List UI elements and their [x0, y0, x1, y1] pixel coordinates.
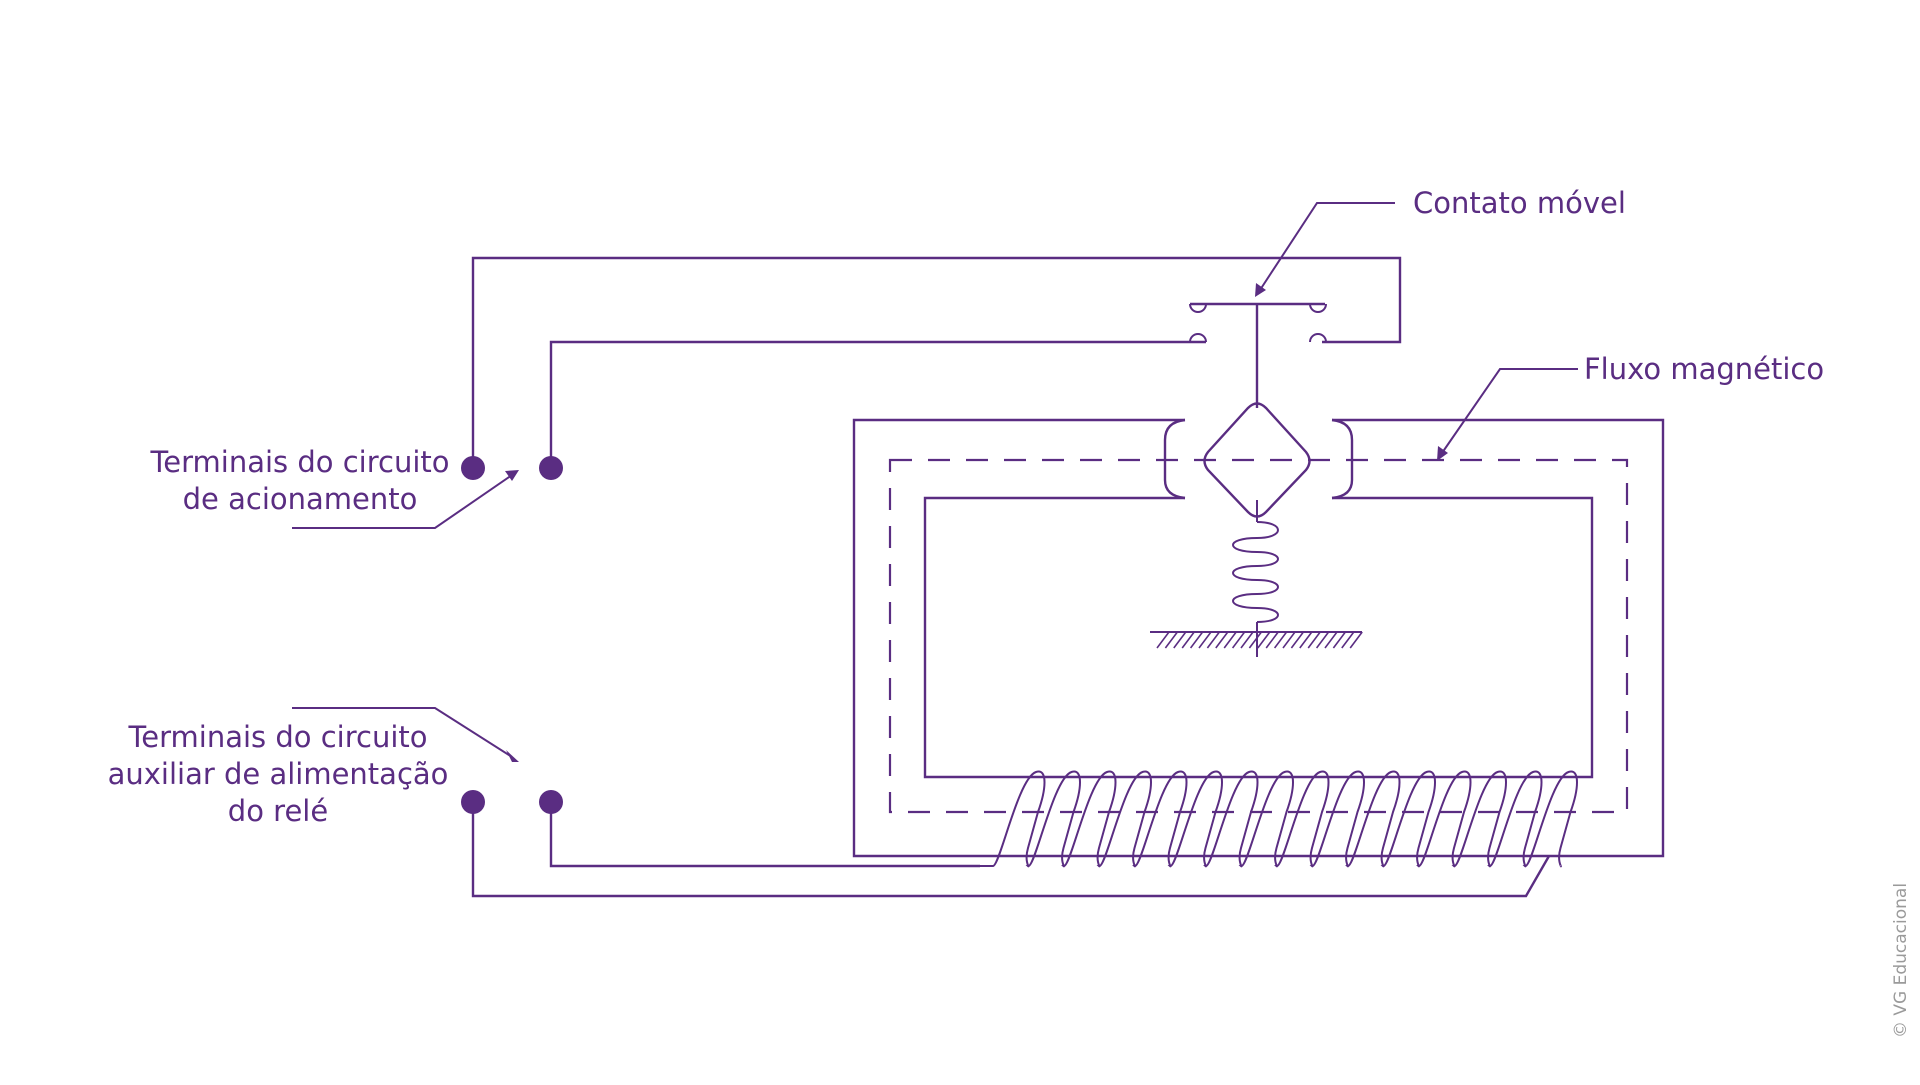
control-terminal-1 — [461, 456, 485, 480]
power-circuit-wiring — [471, 802, 1551, 898]
control-circuit-wiring — [471, 256, 1402, 468]
ground-hatch-line — [1231, 631, 1246, 649]
power-terminal-1 — [461, 790, 485, 814]
ground-hatch-line — [1332, 631, 1347, 649]
ground-hatch-line — [1189, 631, 1204, 649]
arrowhead-fluxo-magnetico — [1437, 446, 1448, 461]
power-wire-inner — [549, 802, 980, 868]
contact-hook-right-bottom — [1309, 333, 1327, 343]
label-terminais-alimentacao-line2: auxiliar de alimentação — [108, 757, 449, 791]
arrowhead-terminais-acionamento — [505, 470, 519, 481]
ground-hatch-line — [1173, 631, 1187, 649]
ground-hatch-line — [1324, 631, 1338, 649]
ground-hatch-line — [1315, 631, 1330, 649]
core-outer-left — [852, 418, 1665, 858]
control-wire-outer — [471, 256, 1402, 468]
label-terminais-acionamento-line2: de acionamento — [183, 482, 418, 516]
ground-hatch-line — [1198, 631, 1212, 649]
ground-hatch-line — [1257, 631, 1271, 649]
ground-hatch-line — [1215, 631, 1229, 649]
return-spring — [1232, 500, 1279, 657]
control-wire-inner — [549, 340, 1206, 468]
leader-lines — [292, 202, 1578, 762]
ground-hatching — [1156, 631, 1363, 649]
control-terminal-2 — [539, 456, 563, 480]
coil-winding — [980, 770, 1578, 868]
leader-terminais-acionamento — [292, 474, 513, 529]
power-wire-outer — [471, 802, 1551, 898]
label-fluxo-magnetico: Fluxo magnético — [1584, 352, 1824, 386]
power-terminal-2 — [539, 790, 563, 814]
relay-contacts — [1189, 302, 1327, 408]
armature — [1203, 402, 1311, 518]
ground-hatch-line — [1206, 631, 1221, 649]
label-terminais-alimentacao-line3: do relé — [228, 794, 328, 828]
magnetic-flux-path — [888, 458, 1629, 814]
contact-hook-right-top — [1309, 303, 1327, 313]
ground-hatch-line — [1181, 631, 1195, 649]
leader-terminais-alimentacao — [292, 707, 513, 758]
ground-hatch-line — [1290, 631, 1305, 649]
leader-fluxo-magnetico — [1441, 368, 1578, 454]
core-inner — [923, 496, 1594, 779]
ground-hatch-line — [1164, 631, 1179, 649]
label-terminais-alimentacao-line1: Terminais do circuito — [127, 720, 427, 754]
ground-hatch-line — [1273, 631, 1288, 649]
ground-hatch-line — [1223, 631, 1237, 649]
copyright-notice: © VG Educacional — [1891, 883, 1911, 1038]
ground-hatch-line — [1265, 631, 1279, 649]
spring-coil — [1232, 521, 1279, 623]
ground-hatch-line — [1349, 631, 1363, 649]
ground-symbol — [1150, 631, 1363, 649]
ground-hatch-line — [1282, 631, 1296, 649]
control-terminals — [461, 456, 563, 480]
leader-contato-movel — [1259, 202, 1395, 291]
coil-turns — [980, 770, 1578, 868]
contact-hook-left-bottom — [1189, 333, 1207, 343]
ground-hatch-line — [1341, 631, 1355, 649]
labels: Contato móvel Fluxo magnético Terminais … — [108, 186, 1911, 1038]
ground-hatch-line — [1299, 631, 1313, 649]
power-terminals — [461, 790, 563, 814]
label-terminais-acionamento-line1: Terminais do circuito — [149, 445, 449, 479]
arrowhead-terminais-alimentacao — [506, 750, 519, 762]
arrowhead-contato-movel — [1255, 283, 1266, 297]
contact-hook-left-top — [1189, 303, 1207, 313]
ground-hatch-line — [1240, 631, 1254, 649]
ground-hatch-line — [1307, 631, 1321, 649]
label-contato-movel: Contato móvel — [1413, 186, 1626, 220]
ground-hatch-line — [1248, 631, 1263, 649]
ground-hatch-line — [1156, 631, 1170, 649]
